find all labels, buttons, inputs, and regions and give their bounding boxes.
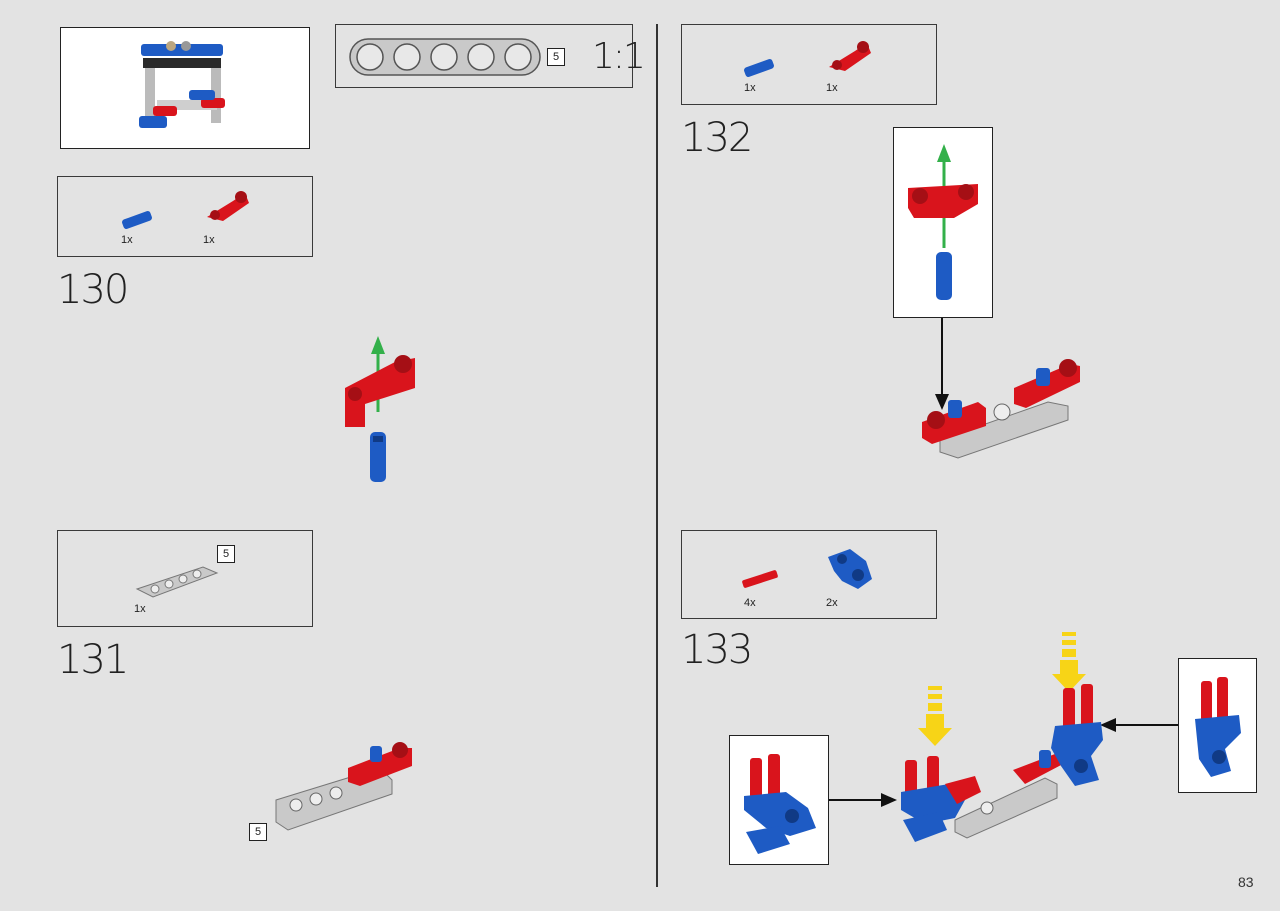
blue-axle-pin-icon: [122, 211, 152, 229]
step-number-132: 132: [681, 115, 753, 161]
step-number-131: 131: [57, 637, 129, 683]
grey-beam-icon: [135, 566, 219, 598]
step-132-callout: [893, 127, 993, 318]
submodel-preview: [60, 27, 310, 149]
step-131-assembly: [275, 742, 412, 831]
step-132-subassembly: [908, 144, 978, 300]
part-qty: 1x: [826, 82, 838, 94]
blue-connector-icon: [828, 549, 872, 589]
blue-axle-pin-icon: [744, 59, 774, 77]
beam-length-tag: 5: [217, 545, 235, 563]
yellow-down-arrow-icon: [1052, 632, 1086, 692]
down-arrow-icon: [935, 318, 949, 410]
parts-list-130: 1x 1x: [57, 176, 313, 257]
red-beam-icon: [829, 41, 871, 71]
left-arrow-icon: [1100, 718, 1178, 732]
step-133-assembly: [901, 684, 1103, 842]
page-divider: [656, 24, 658, 887]
parts-list-131: 5 1x: [57, 530, 313, 627]
step-133-right-callout: [1178, 658, 1257, 793]
part-qty: 1x: [134, 603, 146, 615]
part-qty: 4x: [744, 597, 756, 609]
part-qty: 1x: [203, 234, 215, 246]
part-qty: 1x: [744, 82, 756, 94]
step-number-133: 133: [681, 627, 753, 673]
step-133-left-subassembly: [744, 754, 816, 854]
step-132-assembly: [922, 359, 1080, 459]
submodel-preview-icon: [139, 41, 225, 128]
parts-list-133: 4x 2x: [681, 530, 937, 619]
grey-beam-icon: [349, 38, 541, 76]
part-qty: 2x: [826, 597, 838, 609]
red-beam-icon: [207, 191, 249, 221]
page-number: 83: [1238, 874, 1254, 890]
beam-length-callout: 5: [249, 823, 267, 841]
yellow-down-arrow-icon: [918, 686, 952, 746]
beam-length-tag: 5: [547, 48, 565, 66]
beam-ruler-panel: 5 1:1: [335, 24, 646, 88]
part-qty: 1x: [121, 234, 133, 246]
red-axle-icon: [742, 570, 778, 588]
step-133-left-callout: [729, 735, 829, 865]
scale-label: 1:1: [592, 36, 646, 77]
step-number-130: 130: [57, 267, 129, 313]
parts-list-132: 1x 1x: [681, 24, 937, 105]
step-133-right-subassembly: [1195, 677, 1241, 777]
step-130-assembly: [345, 336, 415, 482]
right-arrow-icon: [829, 793, 897, 807]
